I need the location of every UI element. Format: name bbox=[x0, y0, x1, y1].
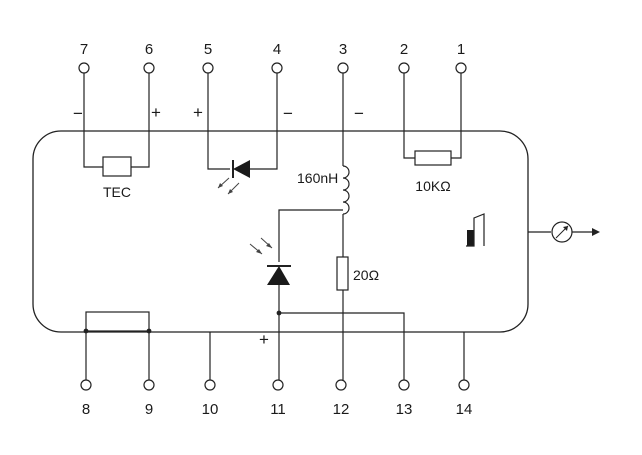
pin-1-number: 1 bbox=[457, 41, 465, 58]
pin-9-terminal bbox=[143, 379, 155, 391]
thermistor-wire-pin1 bbox=[451, 73, 462, 159]
pin-14-number: 14 bbox=[456, 401, 473, 418]
pin-6-polarity: + bbox=[151, 103, 161, 122]
pin-11[interactable]: 11 bbox=[270, 379, 286, 418]
pin-10-terminal bbox=[204, 379, 216, 391]
pin-11-number: 11 bbox=[270, 401, 286, 418]
pin11-junction bbox=[276, 310, 282, 316]
isolator-block bbox=[467, 230, 474, 246]
pin-6[interactable]: 6 bbox=[143, 41, 155, 74]
pin8-pin9-link bbox=[85, 311, 150, 332]
pin-2[interactable]: 2 bbox=[398, 41, 410, 74]
tec-element: TEC bbox=[83, 73, 150, 200]
tec-wire-pin6 bbox=[131, 73, 150, 168]
pin-9[interactable]: 9 bbox=[143, 379, 155, 418]
isolator-icon bbox=[466, 213, 485, 247]
pin-4-terminal bbox=[271, 62, 283, 74]
resistor-20ohm: 20Ω bbox=[336, 256, 379, 380]
photodiode-icon bbox=[249, 237, 291, 380]
pin-3-terminal bbox=[337, 62, 349, 74]
pin-11-polarity: + bbox=[259, 330, 269, 349]
pin-5[interactable]: 5 bbox=[202, 41, 214, 74]
pin-4-number: 4 bbox=[273, 41, 281, 58]
laser-diode-triangle bbox=[233, 160, 250, 178]
pin-5-number: 5 bbox=[204, 41, 212, 58]
laser-wire-pin5 bbox=[207, 73, 230, 170]
pin-3-polarity: − bbox=[354, 104, 364, 123]
pin-4-polarity: − bbox=[283, 104, 293, 123]
pin-2-terminal bbox=[398, 62, 410, 74]
inductor-coil bbox=[342, 165, 350, 215]
pin-10[interactable]: 10 bbox=[202, 379, 219, 418]
bottom-pins: 8 9 10 11 12 13 14 bbox=[80, 379, 473, 418]
pin-6-number: 6 bbox=[145, 41, 153, 58]
resistor-label: 20Ω bbox=[353, 267, 379, 283]
pin-13-number: 13 bbox=[396, 401, 413, 418]
pin-5-polarity: + bbox=[193, 103, 203, 122]
pin-2-number: 2 bbox=[400, 41, 408, 58]
thermistor-box bbox=[414, 150, 452, 166]
inductor: 160nH bbox=[278, 73, 350, 262]
pin-9-number: 9 bbox=[145, 401, 153, 418]
pin-8[interactable]: 8 bbox=[80, 379, 92, 418]
pin-11-terminal bbox=[272, 379, 284, 391]
pin-6-terminal bbox=[143, 62, 155, 74]
tec-wire-pin7 bbox=[83, 73, 103, 168]
pin-1-terminal bbox=[455, 62, 467, 74]
isolator-outline bbox=[466, 213, 485, 247]
pin-14-terminal bbox=[458, 379, 470, 391]
thermistor: 10KΩ bbox=[403, 73, 462, 194]
tec-box bbox=[102, 156, 132, 177]
inductor-to-photodiode-wire bbox=[278, 209, 343, 262]
pin-13[interactable]: 13 bbox=[396, 379, 413, 418]
pin-7-number: 7 bbox=[80, 41, 88, 58]
pin-7-polarity: − bbox=[73, 104, 83, 123]
pin-8-terminal bbox=[80, 379, 92, 391]
pin-5-terminal bbox=[202, 62, 214, 74]
pin-3-number: 3 bbox=[339, 41, 347, 58]
pin-13-terminal bbox=[398, 379, 410, 391]
inductor-label: 160nH bbox=[297, 170, 338, 186]
fiber-output-arrow bbox=[592, 228, 600, 236]
pin-3[interactable]: 3 bbox=[337, 41, 349, 74]
top-pins: 7 6 5 4 3 2 1 bbox=[78, 41, 467, 74]
tec-label: TEC bbox=[103, 184, 131, 200]
pin-7-terminal bbox=[78, 62, 90, 74]
pin11-pin13-link bbox=[279, 312, 405, 380]
pin-10-number: 10 bbox=[202, 401, 219, 418]
pin-4[interactable]: 4 bbox=[271, 41, 283, 74]
resistor-box bbox=[336, 256, 349, 291]
pin-14[interactable]: 14 bbox=[456, 379, 473, 418]
pin-12-number: 12 bbox=[333, 401, 350, 418]
thermistor-wire-pin2 bbox=[403, 73, 415, 159]
thermistor-label: 10KΩ bbox=[415, 178, 450, 194]
photodiode-triangle bbox=[267, 266, 290, 285]
laser-wire-pin4 bbox=[250, 73, 278, 170]
pin-12[interactable]: 12 bbox=[333, 379, 350, 418]
laser-diode-icon bbox=[207, 73, 278, 195]
fiber-output-icon bbox=[528, 221, 600, 243]
pin-7[interactable]: 7 bbox=[78, 41, 90, 74]
pin-1[interactable]: 1 bbox=[455, 41, 467, 74]
pin-12-terminal bbox=[335, 379, 347, 391]
pin-8-number: 8 bbox=[82, 401, 90, 418]
bottom-wiring bbox=[83, 310, 465, 380]
